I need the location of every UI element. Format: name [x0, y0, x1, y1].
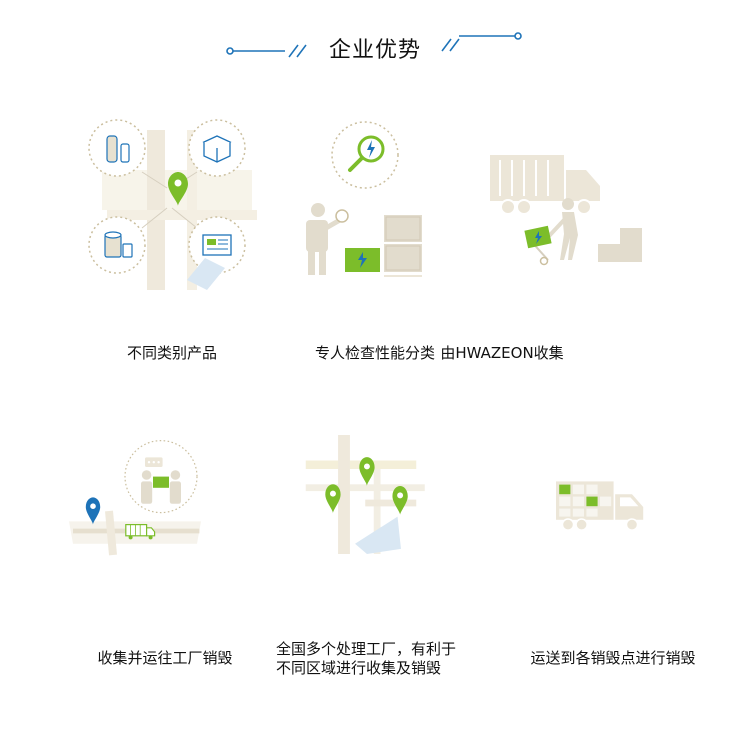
caption-collection: 由HWAZEON收集	[440, 344, 564, 362]
advantage-item-2: 专人检查性能分类	[250, 110, 500, 370]
product-categories-illustration-icon	[88, 119, 257, 290]
advantage-item-3: 由HWAZEON收集	[440, 110, 690, 370]
advantage-item-1: 不同类别产品	[47, 110, 297, 370]
map-pins-illustration-icon	[305, 435, 425, 554]
right-line-decoration-icon	[441, 32, 522, 52]
caption-product-categories: 不同类别产品	[126, 344, 217, 362]
caption-factories-line2: 不同区域进行收集及销毁	[276, 659, 442, 677]
left-line-decoration-icon	[226, 44, 307, 58]
inspection-sorting-illustration-icon	[306, 121, 422, 277]
caption-transport-to-factory: 收集并运往工厂销毁	[97, 649, 233, 667]
section-header: 企业优势	[0, 18, 750, 70]
caption-inspection-sorting: 专人检查性能分类	[314, 344, 435, 362]
caption-factories-line1: 全国多个处理工厂，有利于	[276, 640, 457, 658]
advantage-item-5: 全国多个处理工厂，有利于 不同区域进行收集及销毁	[270, 435, 520, 695]
collection-truck-illustration-icon	[490, 155, 642, 266]
advantage-item-4: 收集并运往工厂销毁	[40, 435, 290, 695]
caption-delivery-destruction: 运送到各销毁点进行销毁	[530, 649, 696, 667]
page-title: 企业优势	[328, 38, 421, 63]
delivery-truck-illustration-icon	[556, 481, 644, 531]
advantage-item-6: 运送到各销毁点进行销毁	[495, 435, 745, 695]
transport-to-factory-illustration-icon	[69, 440, 201, 556]
